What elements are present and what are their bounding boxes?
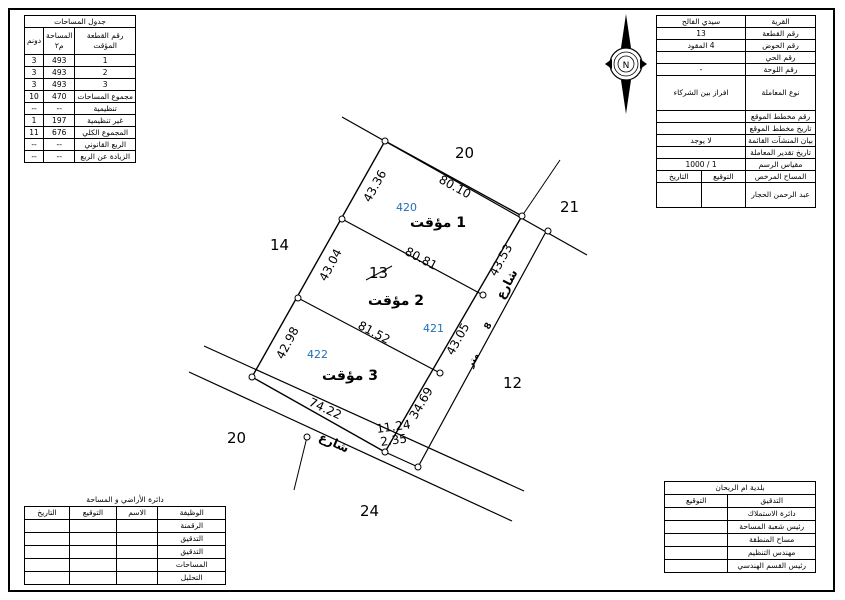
parcel-number: 422 <box>307 348 328 361</box>
parcel-divider-1 <box>341 218 484 296</box>
edge-label: 43.36 <box>360 168 389 205</box>
table-row: الربع القانوني---- <box>23 138 136 151</box>
table-row: رقم اللوحة- <box>655 63 816 76</box>
neighbor-divider-20-24 <box>293 436 308 491</box>
table-row: التدقيق <box>23 532 226 546</box>
parcel-number: 420 <box>396 201 417 214</box>
edge-label: 80.81 <box>403 244 440 272</box>
neighbor-24: 24 <box>360 502 379 520</box>
neighbor-20-bottom: 20 <box>227 429 246 447</box>
original-parcel-strike <box>365 265 393 281</box>
municipality-table: بلدية ام الريحان التدقيق التوقيع دائرة ا… <box>663 481 816 573</box>
parcel-name: 3 مؤقت <box>322 368 378 384</box>
table-row: تاريخ تقدير المعاملة <box>655 146 816 159</box>
street-right-edge <box>417 227 549 468</box>
surveyor-name: عبد الرحمن الحجار <box>745 182 816 208</box>
neighbor-21: 21 <box>560 198 579 216</box>
street-right-width: 8 <box>483 321 495 331</box>
dept-table-title: دائرة الأراضي و المساحة <box>86 495 164 504</box>
neighbor-12: 12 <box>503 374 522 392</box>
parcel-divider-2 <box>297 297 441 374</box>
table-row: رئيس القسم الهندسي <box>663 559 816 573</box>
parcel-name: 1 مؤقت <box>410 215 466 231</box>
drawing-frame <box>8 8 835 592</box>
neighbor-20-top: 20 <box>455 144 474 162</box>
survey-points <box>248 137 552 471</box>
corner-cut <box>384 451 419 468</box>
street-bottom-lower <box>188 371 513 522</box>
edge-label: 11.24 <box>375 417 411 436</box>
table-row: عبد الرحمن الحجار <box>655 182 816 208</box>
edge-label: 81.52 <box>356 318 393 346</box>
neighbor-14: 14 <box>270 236 289 254</box>
table-row: تنظيمية---- <box>23 102 136 115</box>
table-row: التحليل <box>23 571 226 585</box>
edge-label: 43.05 <box>443 321 472 358</box>
edge-label: 2.35 <box>379 431 407 449</box>
dept-table: دائرة الأراضي و المساحة الوظيفة الاسم ال… <box>23 494 226 585</box>
areas-header-area: المساحة م٢ <box>43 27 76 55</box>
edge-label: 43.04 <box>316 246 344 283</box>
table-row: الزيادة عن الربع---- <box>23 150 136 163</box>
compass-icon: N <box>605 14 647 114</box>
table-row: دائرة الاستملاك <box>663 507 816 521</box>
table-row: رقم مخطط الموقع <box>655 110 816 123</box>
street-bottom-upper <box>203 345 525 492</box>
neighbor-divider-21 <box>521 159 561 217</box>
street-bottom-label: شارع <box>317 430 351 456</box>
parcel-number: 421 <box>423 322 444 335</box>
edge-label: 34.69 <box>406 385 435 422</box>
table-row: التدقيق <box>23 545 226 559</box>
edge-label: 80.10 <box>437 172 474 201</box>
compass-north-label: N <box>623 61 630 71</box>
parcel-name: 2 مؤقت <box>368 293 424 309</box>
edge-label: 42.98 <box>273 324 301 361</box>
areas-table: جدول المساحات رقم القطعة المؤقت المساحة … <box>23 15 136 163</box>
